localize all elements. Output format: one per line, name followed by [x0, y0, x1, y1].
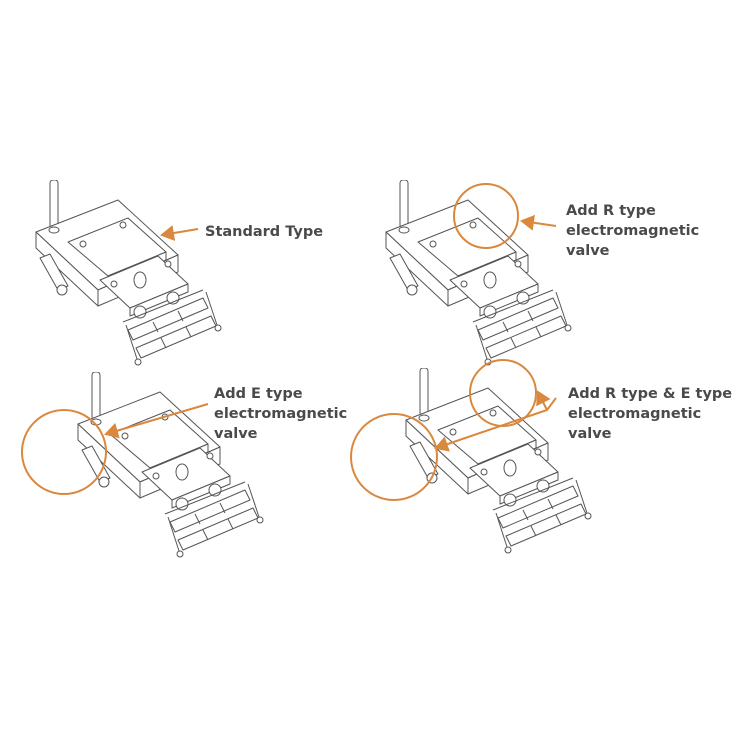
- panel-label-line: Add R type: [566, 203, 656, 219]
- pointer-arrow: [520, 214, 557, 231]
- pointer-arrow: [160, 225, 199, 241]
- highlight-circle: [21, 409, 107, 495]
- pointer-arrow: [104, 403, 209, 439]
- panel-label-line: valve: [566, 243, 610, 259]
- panel-label-line: valve: [568, 426, 612, 442]
- feeder-machine-drawing: [405, 368, 592, 554]
- panel-r-type: Add R type electromagnetic valve: [385, 180, 699, 366]
- panel-label-line: Add E type: [214, 386, 303, 402]
- highlight-circle: [453, 183, 519, 249]
- panel-label-line: Add R type & E type: [568, 386, 732, 402]
- panel-label-line: valve: [214, 426, 258, 442]
- feeder-machine-drawing: [35, 180, 222, 366]
- panel-r-and-e-type: Add R type & E type electromagnetic valv…: [350, 359, 732, 554]
- panel-label-line: electromagnetic: [566, 223, 699, 239]
- panel-label-line: electromagnetic: [568, 406, 701, 422]
- feeder-machine-drawing: [385, 180, 572, 366]
- panel-e-type: Add E type electromagnetic valve: [21, 372, 347, 558]
- panel-standard-type: Standard Type: [35, 180, 323, 366]
- panel-label-line: Standard Type: [205, 224, 323, 240]
- pointer-arrow: [536, 390, 551, 411]
- panel-label-line: electromagnetic: [214, 406, 347, 422]
- highlight-circle: [350, 413, 438, 501]
